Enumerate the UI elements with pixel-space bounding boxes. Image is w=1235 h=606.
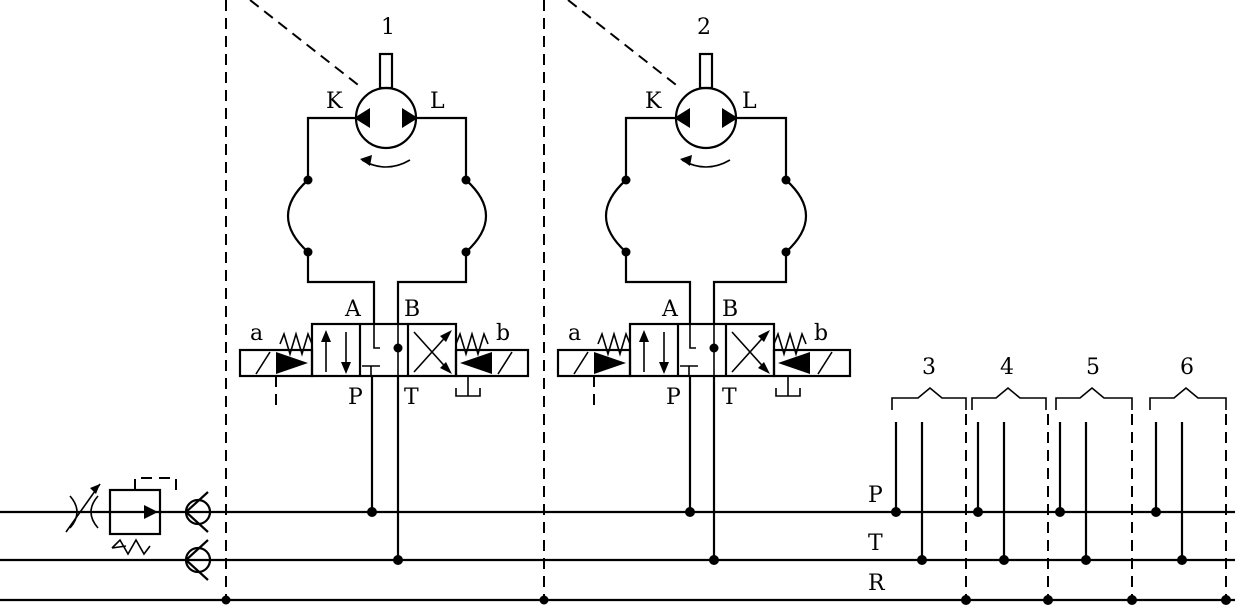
line-label-t: T <box>868 531 883 556</box>
supply-components <box>65 477 212 581</box>
unit-1-solenoid-b: b <box>496 321 510 346</box>
check-valve-icon <box>184 539 212 581</box>
main-lines: P T R <box>0 483 1235 602</box>
unit-2: 2 K L A B <box>539 0 852 605</box>
branch-3-label: 3 <box>922 355 936 380</box>
directional-valve <box>238 322 530 406</box>
unit-1-port-a: A <box>344 297 362 322</box>
line-label-r: R <box>868 571 886 596</box>
branch-6-label: 6 <box>1180 355 1194 380</box>
unit-2-number: 2 <box>697 15 711 40</box>
unit-2-port-b: B <box>722 297 738 322</box>
branch-3: 3 <box>891 355 971 605</box>
pressure-valve-icon <box>108 477 177 556</box>
hydraulic-motor-icon <box>354 52 418 168</box>
adjustable-throttle-icon <box>65 483 101 533</box>
unit-1-port-p: P <box>348 385 363 410</box>
unit-2-solenoid-a: a <box>568 321 581 346</box>
unit-2-port-a: A <box>661 297 679 322</box>
hydraulic-motor-icon <box>674 52 738 168</box>
branch-6: 6 <box>1149 355 1231 605</box>
unit-1-number: 1 <box>381 15 395 40</box>
unit-1-port-k: K <box>326 89 343 114</box>
line-label-p: P <box>868 483 883 508</box>
unit-2-port-p: P <box>666 385 681 410</box>
directional-valve <box>556 322 852 406</box>
unit-2-port-k: K <box>645 89 662 114</box>
unit-1-solenoid-a: a <box>250 321 263 346</box>
unit-1-port-l: L <box>430 89 445 114</box>
unit-2-port-l: L <box>742 89 757 114</box>
check-valve-icon <box>184 491 212 533</box>
unit-2-port-t: T <box>722 385 737 410</box>
branch-5: 5 <box>1055 355 1137 605</box>
unit-1-port-b: B <box>404 297 420 322</box>
unit-1-port-t: T <box>404 385 419 410</box>
branch-5-label: 5 <box>1086 355 1100 380</box>
unit-1: 1 K L A B <box>221 0 545 605</box>
branch-4: 4 <box>971 355 1053 605</box>
unit-2-solenoid-b: b <box>814 321 828 346</box>
branch-4-label: 4 <box>1000 355 1014 380</box>
